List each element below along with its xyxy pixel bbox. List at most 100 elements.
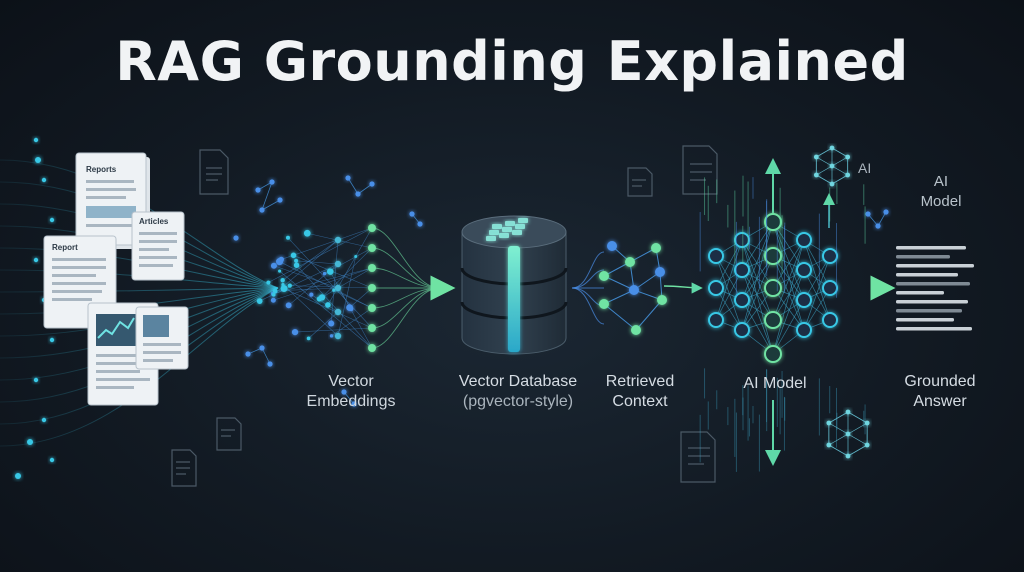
edge — [571, 287, 605, 325]
edge — [295, 327, 373, 333]
edge — [772, 255, 805, 331]
label-line: AI — [933, 173, 949, 190]
node — [270, 297, 276, 303]
node — [233, 235, 239, 241]
edge — [816, 147, 833, 158]
faint-document-icon — [627, 167, 653, 197]
flow-dot — [33, 257, 39, 263]
edge — [635, 299, 663, 331]
node — [829, 145, 835, 151]
edge — [279, 270, 373, 349]
edge — [741, 221, 774, 301]
node — [303, 229, 311, 237]
node — [796, 292, 812, 308]
edge — [296, 265, 373, 349]
edge — [847, 444, 868, 457]
node — [409, 211, 415, 217]
node — [287, 283, 292, 288]
edge — [333, 289, 373, 309]
node — [883, 209, 889, 215]
text-line — [896, 291, 944, 295]
glow-dot — [27, 439, 33, 445]
edge — [847, 411, 868, 424]
node — [334, 260, 342, 268]
edge — [741, 239, 774, 355]
flow-dot — [49, 457, 55, 463]
edge — [831, 174, 848, 185]
edge — [715, 239, 743, 289]
faint-document-icon — [682, 145, 718, 195]
label-line: Vector — [328, 373, 374, 390]
node — [368, 224, 376, 232]
node — [796, 322, 812, 338]
edge — [571, 251, 605, 289]
node — [796, 262, 812, 278]
node — [354, 255, 358, 259]
edge — [803, 269, 831, 321]
edge — [257, 181, 273, 191]
edge — [847, 433, 868, 446]
edge — [282, 239, 339, 281]
grid-tile — [502, 227, 512, 232]
node — [845, 154, 851, 160]
edge — [603, 289, 635, 305]
label-vector-embeddings: Vector Embeddings — [286, 372, 416, 412]
edge — [803, 239, 831, 289]
node — [708, 248, 724, 264]
node — [764, 247, 782, 265]
glow-dot — [15, 473, 21, 479]
edge — [831, 156, 848, 167]
grid-tile — [512, 230, 522, 235]
grid-tile — [492, 224, 502, 229]
node — [349, 307, 354, 312]
vector-database-icon — [460, 215, 568, 355]
edge — [327, 227, 373, 306]
edge — [272, 267, 373, 295]
edge — [663, 282, 703, 294]
node — [629, 285, 639, 295]
node — [822, 248, 838, 264]
edge — [311, 294, 339, 313]
edge — [282, 284, 339, 337]
label-ai-model: AI Model — [730, 374, 820, 394]
edge — [741, 239, 774, 321]
node — [345, 175, 351, 181]
node — [278, 256, 285, 263]
edge — [803, 255, 831, 301]
edge — [847, 422, 868, 435]
text-line — [896, 327, 972, 331]
node — [826, 420, 832, 426]
data-streaks — [699, 175, 866, 472]
edge — [715, 269, 743, 321]
text-line — [896, 300, 968, 304]
edge — [741, 299, 774, 355]
node — [306, 336, 311, 341]
database-grid-tiles — [486, 218, 528, 241]
edge — [831, 147, 848, 158]
edge — [308, 311, 339, 339]
edge — [741, 239, 774, 289]
node — [368, 304, 376, 312]
node — [291, 328, 299, 336]
retrieved-context-network — [571, 241, 703, 335]
node — [651, 243, 661, 253]
edge — [816, 165, 833, 176]
node — [368, 324, 376, 332]
node — [351, 401, 357, 407]
node — [327, 268, 334, 275]
node — [293, 262, 300, 268]
node — [764, 345, 782, 363]
text-line — [896, 273, 958, 277]
node — [708, 280, 724, 296]
edge — [828, 411, 849, 424]
edge — [347, 177, 359, 195]
node — [845, 431, 851, 437]
edge — [371, 247, 441, 289]
node — [341, 389, 347, 395]
label-line: (pgvector-style) — [462, 393, 574, 410]
node — [368, 284, 376, 292]
node — [334, 332, 342, 340]
edge — [816, 174, 833, 185]
label-line: Retrieved — [605, 373, 675, 390]
edge — [867, 213, 879, 227]
